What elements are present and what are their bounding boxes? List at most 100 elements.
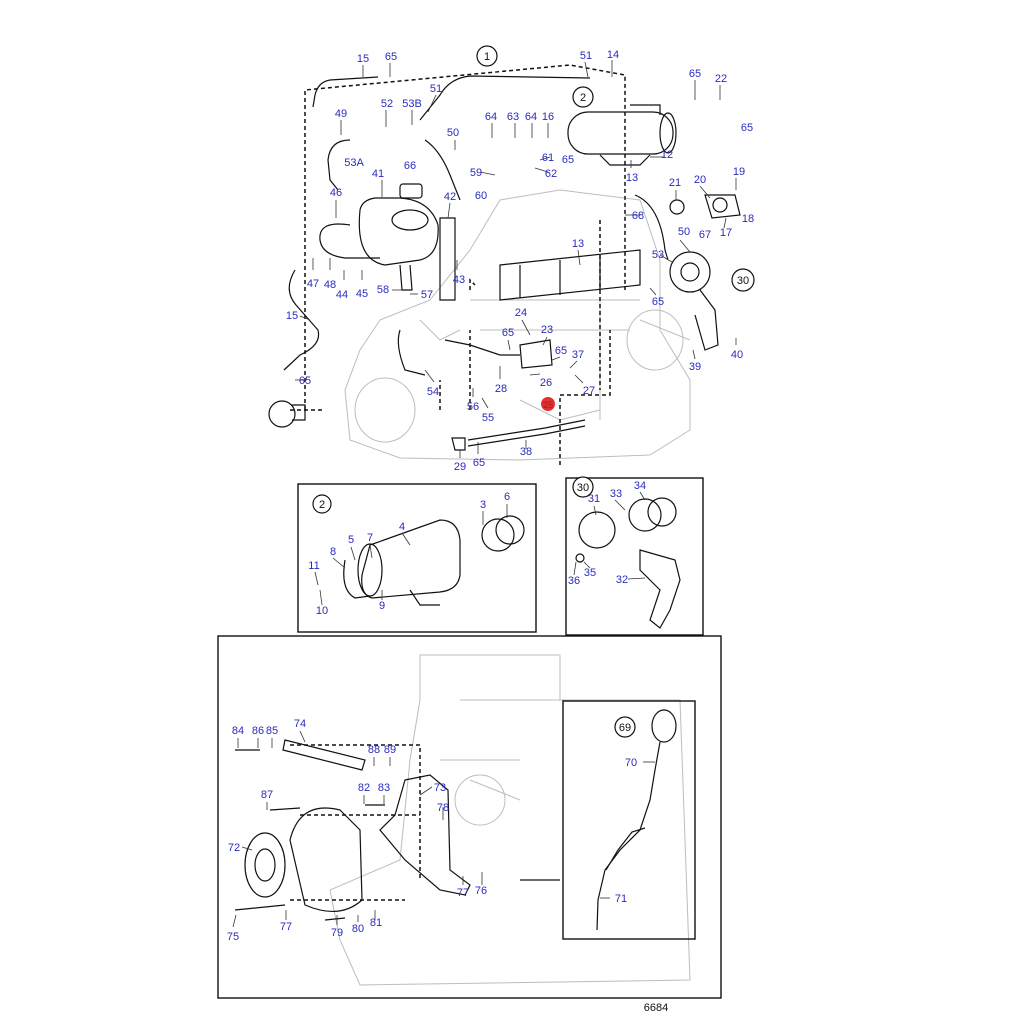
detail-box-30 [565, 477, 704, 636]
callout-3: 3 [480, 499, 486, 511]
callout-53: 53 [652, 249, 664, 261]
callout-39: 39 [689, 361, 701, 373]
pipe-49 [327, 139, 351, 191]
alternator [244, 807, 363, 913]
callout-50: 50 [678, 226, 690, 238]
callout-55: 55 [482, 412, 494, 424]
callout-88: 88 [368, 744, 380, 756]
tank-strap-46 [319, 223, 380, 259]
callout-24: 24 [515, 307, 527, 319]
pump-detail [575, 497, 681, 629]
hose-15 [283, 76, 379, 371]
callout-38: 38 [520, 446, 532, 458]
callout-17: 17 [720, 227, 732, 239]
callout-labels: 15 65 51 14 65 22 49 52 53B 51 64 63 64 … [227, 49, 754, 943]
callout-16: 16 [542, 111, 554, 123]
callout-53b: 53B [402, 98, 422, 110]
detail-box-69 [562, 700, 696, 940]
callout-10: 10 [316, 605, 328, 617]
callout-81: 81 [370, 917, 382, 929]
callout-42: 42 [444, 191, 456, 203]
callout-28: 28 [495, 383, 507, 395]
callout-44: 44 [336, 289, 348, 301]
filler-cap [268, 400, 306, 428]
callout-27: 27 [583, 385, 595, 397]
callout-80: 80 [352, 923, 364, 935]
callout-46: 46 [330, 187, 342, 199]
svg-text:2: 2 [319, 499, 325, 511]
callout-50: 50 [447, 127, 459, 139]
callout-64: 64 [485, 111, 497, 123]
detail-box-alternator [217, 635, 722, 999]
svg-text:69: 69 [619, 722, 631, 734]
pipe-54 [397, 329, 520, 376]
callout-89: 89 [384, 744, 396, 756]
callout-57: 57 [421, 289, 433, 301]
hose-51 [419, 75, 591, 121]
svg-text:2: 2 [580, 92, 586, 104]
callout-40: 40 [731, 349, 743, 361]
group-marker-30: 30 [731, 268, 755, 292]
elbow-29 [451, 437, 466, 451]
callout-86: 86 [252, 725, 264, 737]
group-marker-2-detail: 2 [312, 494, 332, 514]
group-marker-69: 69 [614, 716, 636, 738]
callout-9: 9 [379, 600, 385, 612]
callout-29: 29 [454, 461, 466, 473]
callout-82: 82 [358, 782, 370, 794]
bracket-42 [439, 217, 456, 301]
callout-67: 67 [699, 229, 711, 241]
callout-65: 65 [689, 68, 701, 80]
svg-text:30: 30 [737, 275, 749, 287]
alternator-engine-ghost [329, 654, 691, 986]
callout-58: 58 [377, 284, 389, 296]
figure-number: 6684 [644, 1002, 668, 1014]
callout-45: 45 [356, 288, 368, 300]
exhaust-manifold [499, 249, 641, 301]
callout-70: 70 [625, 757, 637, 769]
group-marker-30-detail: 30 [572, 476, 594, 498]
callout-71: 71 [615, 893, 627, 905]
callout-35: 35 [584, 567, 596, 579]
callout-13: 13 [626, 172, 638, 184]
leader-lines [232, 60, 737, 928]
heat-exchanger-detail [343, 515, 525, 606]
callout-63: 63 [507, 111, 519, 123]
dipstick [520, 709, 677, 931]
callout-84: 84 [232, 725, 244, 737]
callout-52: 52 [381, 98, 393, 110]
pipe-50 [424, 139, 461, 201]
callout-33: 33 [610, 488, 622, 500]
callout-11: 11 [308, 560, 319, 572]
callout-19: 19 [733, 166, 745, 178]
callout-79: 79 [331, 927, 343, 939]
callout-60: 60 [475, 190, 487, 202]
callout-73: 73 [434, 782, 446, 794]
pipe-38 [467, 419, 586, 447]
callout-48: 48 [324, 279, 336, 291]
callout-47: 47 [307, 278, 319, 290]
callout-78: 78 [437, 802, 449, 814]
bolts-bottom [234, 749, 385, 921]
dashed-bracket-lines [290, 744, 421, 901]
highlight-marker-25 [541, 397, 555, 411]
callout-31: 31 [588, 493, 600, 505]
group-marker-1: 1 [476, 45, 498, 67]
callout-21: 21 [669, 177, 681, 189]
callout-51: 51 [430, 83, 442, 95]
detail-box-2 [297, 483, 537, 633]
callout-22: 22 [715, 73, 727, 85]
callout-51: 51 [580, 50, 592, 62]
callout-26: 26 [540, 377, 552, 389]
callout-77: 77 [457, 887, 469, 899]
callout-56: 56 [467, 401, 479, 413]
callout-36: 36 [568, 575, 580, 587]
callout-18: 18 [742, 213, 754, 225]
pipe-50b [634, 194, 669, 261]
svg-text:30: 30 [577, 482, 589, 494]
callout-65: 65 [473, 457, 485, 469]
callout-53a: 53A [344, 157, 364, 169]
callout-65: 65 [652, 296, 664, 308]
engine-ghost-outline [344, 189, 691, 461]
